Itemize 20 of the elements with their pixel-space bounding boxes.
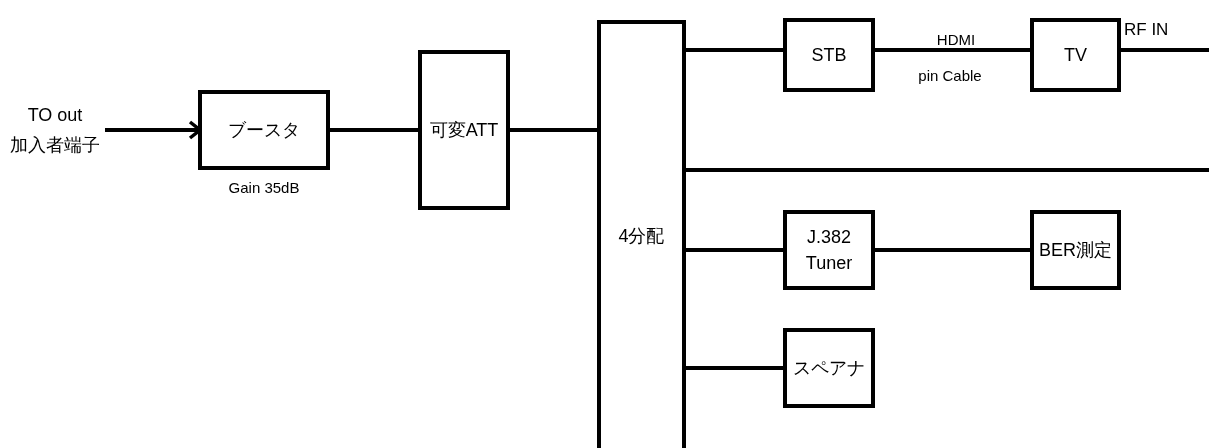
block-box — [1030, 18, 1121, 92]
edge-label: HDMI pin Cable — [917, 30, 983, 86]
block-box — [418, 50, 510, 210]
box-text: TV — [1064, 44, 1087, 67]
block-box — [597, 20, 686, 448]
box-text: J.382 Tuner — [804, 226, 854, 275]
block-box — [198, 90, 330, 170]
box-text: スペアナ — [793, 357, 865, 380]
block-box — [1030, 210, 1121, 290]
terminal-label: TO out 加入者端子 — [5, 100, 105, 160]
block-box — [783, 18, 875, 92]
block-box — [783, 210, 875, 290]
box-text: 可変ATT — [429, 119, 499, 142]
edge-label: RF IN — [1124, 20, 1170, 40]
box-text: 4分配 — [618, 225, 665, 248]
gain-label: Gain 35dB — [227, 178, 301, 198]
box-text: ブースタ — [228, 119, 300, 142]
block-box — [783, 328, 875, 408]
box-text: BER測定 — [1039, 239, 1112, 262]
box-text: STB — [811, 44, 847, 67]
